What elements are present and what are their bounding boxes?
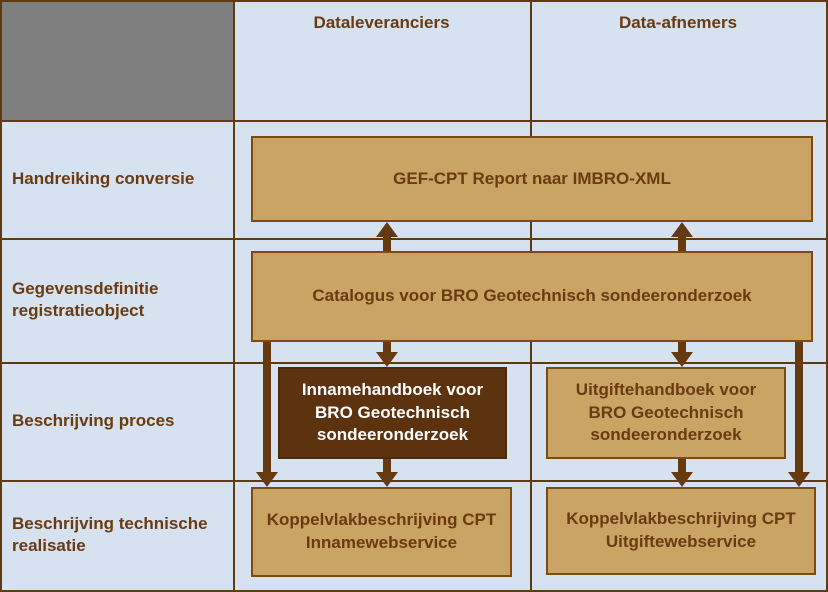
arrow-down-head-uitgiftehandboek-to-koppelvlak xyxy=(671,472,693,487)
row-label-beschrijving-proces: Beschrijving proces xyxy=(12,410,175,430)
arrow-down-shaft-catalogus-to-uitgiftehandboek xyxy=(678,342,686,354)
box-koppelvlakbeschrijving-cpt-innamewebservice: Koppelvlakbeschrijving CPT Innamewebserv… xyxy=(251,487,512,577)
row-label-handreiking-conversie: Handreiking conversie xyxy=(12,168,195,188)
arrow-down-head-innamehandboek-to-koppelvlak xyxy=(376,472,398,487)
row-label-beschrijving-technische-realisatie: Beschrijving technische realisatie xyxy=(12,513,208,555)
row-label-gegevensdefinitie-registratieobject: Gegevensdefinitie registratieobject xyxy=(12,278,159,320)
arrow-down-shaft-uitgiftehandboek-to-koppelvlak xyxy=(678,457,686,474)
arrow-down-head-catalogus-to-uitgiftehandboek xyxy=(671,352,693,367)
column-header-data-afnemers: Data-afnemers xyxy=(618,13,738,32)
grid-line-labels-right xyxy=(233,2,235,590)
arrow-down-head-catalogus-to-koppelvlak-uitgifte xyxy=(788,472,810,487)
arrow-down-shaft-catalogus-to-koppelvlak-inname xyxy=(263,342,271,474)
arrow-down-head-catalogus-to-koppelvlak-inname xyxy=(256,472,278,487)
arrow-up-shaft-catalogus-to-gefcpt-left xyxy=(383,235,391,252)
grid-line-header-bottom xyxy=(2,120,826,122)
box-koppelvlakbeschrijving-cpt-uitgiftewebservice: Koppelvlakbeschrijving CPT Uitgiftewebse… xyxy=(546,487,816,575)
box-uitgiftehandboek: Uitgiftehandboek voor BRO Geotechnisch s… xyxy=(546,367,786,459)
box-gef-cpt-report-naar-imbro-xml: GEF-CPT Report naar IMBRO-XML xyxy=(251,136,813,222)
arrow-down-shaft-innamehandboek-to-koppelvlak xyxy=(383,457,391,474)
box-catalogus-bro-geotechnisch-sondeeronderzoek: Catalogus voor BRO Geotechnisch sondeero… xyxy=(251,251,813,342)
arrow-down-shaft-catalogus-to-innamehandboek xyxy=(383,342,391,354)
corner-cell xyxy=(2,2,233,120)
arrow-down-shaft-catalogus-to-koppelvlak-uitgifte xyxy=(795,342,803,474)
box-innamehandboek: Innamehandboek voor BRO Geotechnisch son… xyxy=(278,367,507,459)
arrow-up-head-catalogus-to-gefcpt-left xyxy=(376,222,398,237)
grid-line-row3-bottom xyxy=(2,480,826,482)
arrow-up-head-catalogus-to-gefcpt-right xyxy=(671,222,693,237)
grid-line-row1-bottom xyxy=(2,238,826,240)
arrow-down-head-catalogus-to-innamehandboek xyxy=(376,352,398,367)
grid-line-row2-bottom xyxy=(2,362,826,364)
column-header-dataleveranciers: Dataleveranciers xyxy=(313,13,450,32)
arrow-up-shaft-catalogus-to-gefcpt-right xyxy=(678,235,686,252)
